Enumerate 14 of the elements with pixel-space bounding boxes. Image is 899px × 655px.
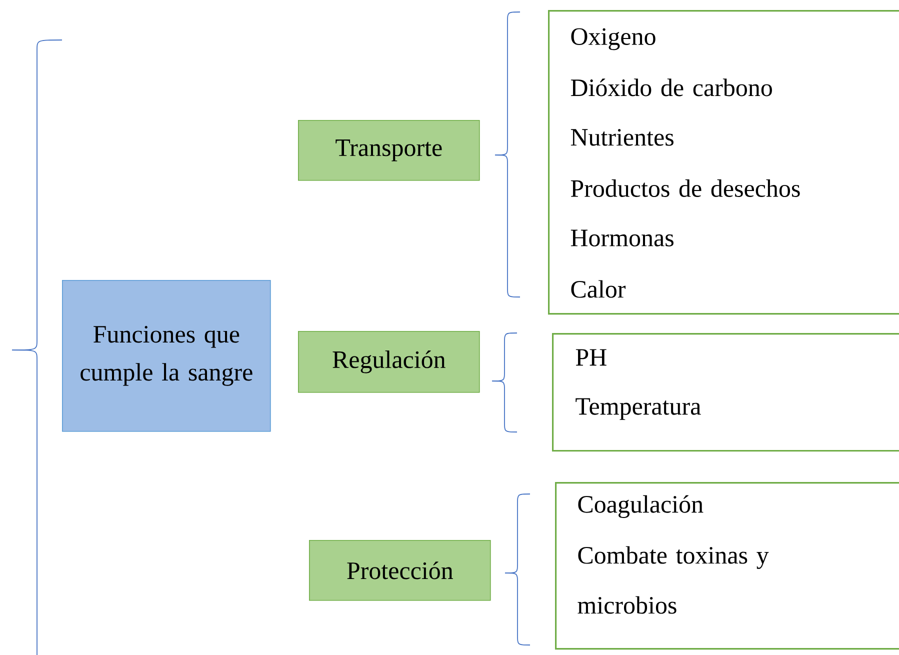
list-item: Hormonas [570, 230, 674, 246]
list-item: Coagulación [578, 495, 704, 518]
function-box: Regulación [298, 331, 480, 393]
list-item: Dióxido de carbono [570, 78, 772, 96]
list-item: PH [576, 349, 606, 366]
function-box: Protección [309, 540, 491, 601]
list-item: Calor [571, 280, 626, 298]
list-item: Productos de desechos [570, 179, 800, 197]
function-box: Transporte [298, 120, 480, 181]
list-item: Nutrientes [570, 129, 674, 146]
topic-box: Funciones que cumple la sangre [62, 280, 271, 432]
list-item: Oxigeno [571, 28, 656, 50]
list-item: Combate toxinas y microbios [578, 546, 769, 614]
list-item: Temperatura [576, 398, 701, 420]
